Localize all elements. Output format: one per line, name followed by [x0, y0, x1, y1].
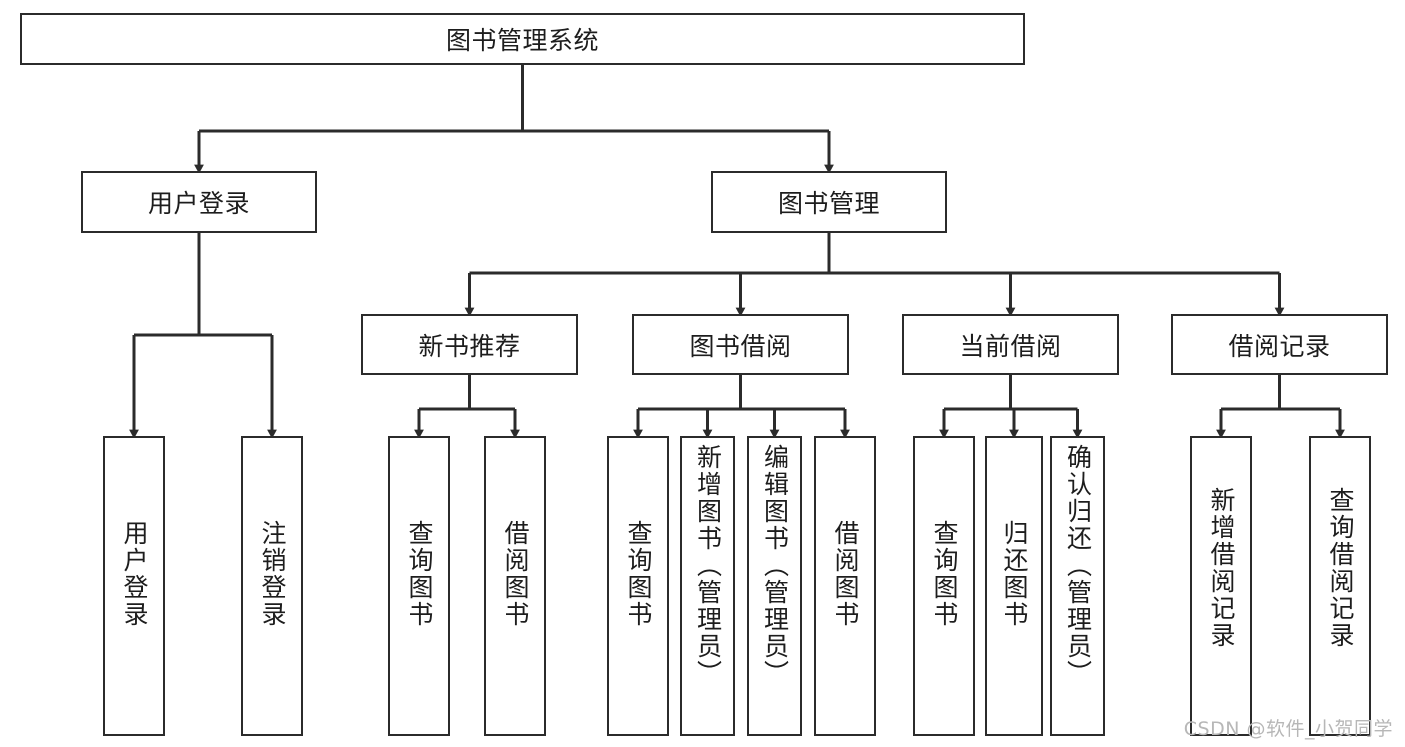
node-leaf-query-record[interactable]: 查询借阅记录: [1309, 436, 1371, 736]
node-new-book-rec[interactable]: 新书推荐: [361, 314, 578, 375]
node-current-borrow[interactable]: 当前借阅: [902, 314, 1119, 375]
node-borrow-record[interactable]: 借阅记录: [1171, 314, 1388, 375]
node-label-leaf-return-book: 归还图书: [1000, 520, 1029, 628]
node-label-leaf-query-book-2: 查询图书: [624, 520, 653, 628]
node-label-leaf-borrow-book-1: 借阅图书: [501, 520, 530, 628]
node-label-leaf-edit-book: 编辑图书（管理员）: [760, 444, 790, 687]
node-label-leaf-user-login: 用户登录: [120, 520, 149, 628]
node-leaf-user-login[interactable]: 用户登录: [103, 436, 165, 736]
node-leaf-add-record[interactable]: 新增借阅记录: [1190, 436, 1252, 736]
node-leaf-query-book-3[interactable]: 查询图书: [913, 436, 975, 736]
node-label-borrow-record: 借阅记录: [1228, 331, 1331, 361]
node-label-leaf-add-record: 新增借阅记录: [1207, 487, 1236, 649]
node-label-user-login: 用户登录: [147, 189, 250, 218]
node-label-current-borrow: 当前借阅: [959, 331, 1062, 361]
node-leaf-edit-book[interactable]: 编辑图书（管理员）: [747, 436, 802, 736]
node-leaf-borrow-book-1[interactable]: 借阅图书: [484, 436, 546, 736]
watermark-label: CSDN @软件_小贺同学: [1183, 718, 1393, 740]
node-label-leaf-add-book: 新增图书（管理员）: [693, 444, 723, 687]
node-root[interactable]: 图书管理系统: [20, 13, 1025, 65]
node-user-login[interactable]: 用户登录: [81, 171, 317, 233]
node-label-book-manage: 图书管理: [777, 189, 880, 218]
node-leaf-return-book[interactable]: 归还图书: [985, 436, 1043, 736]
node-book-borrow[interactable]: 图书借阅: [632, 314, 849, 375]
node-label-leaf-query-record: 查询借阅记录: [1326, 487, 1355, 649]
node-label-leaf-query-book-1: 查询图书: [405, 520, 434, 628]
node-label-leaf-confirm-return: 确认归还（管理员）: [1063, 444, 1093, 687]
node-leaf-confirm-return[interactable]: 确认归还（管理员）: [1050, 436, 1105, 736]
node-leaf-logout[interactable]: 注销登录: [241, 436, 303, 736]
node-label-book-borrow: 图书借阅: [689, 331, 792, 361]
node-label-leaf-borrow-book-2: 借阅图书: [831, 520, 860, 628]
node-leaf-borrow-book-2[interactable]: 借阅图书: [814, 436, 876, 736]
node-book-manage[interactable]: 图书管理: [711, 171, 947, 233]
node-leaf-query-book-1[interactable]: 查询图书: [388, 436, 450, 736]
node-label-leaf-query-book-3: 查询图书: [930, 520, 959, 628]
node-label-root: 图书管理系统: [445, 26, 599, 55]
node-leaf-add-book[interactable]: 新增图书（管理员）: [680, 436, 735, 736]
node-label-new-book-rec: 新书推荐: [418, 331, 521, 361]
node-label-leaf-logout: 注销登录: [258, 520, 287, 628]
node-leaf-query-book-2[interactable]: 查询图书: [607, 436, 669, 736]
